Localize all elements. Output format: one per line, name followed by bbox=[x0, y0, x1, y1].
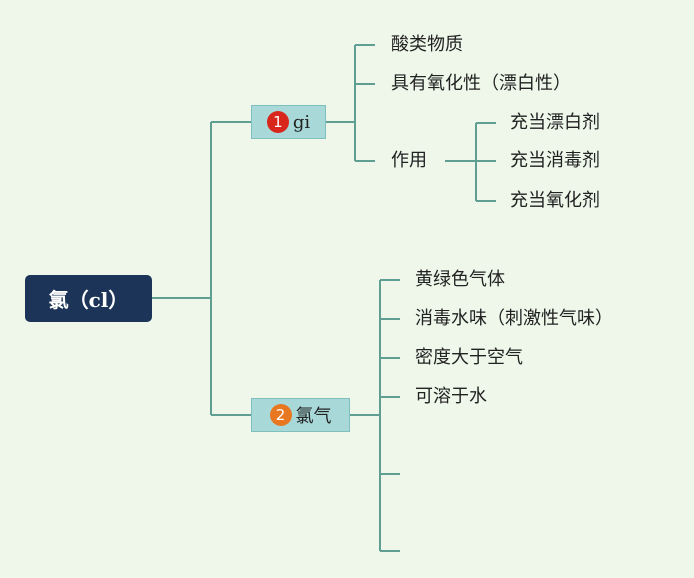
branch-2-label: 氯气 bbox=[295, 406, 332, 427]
leaf-oxidizing: 具有氧化性（漂白性） bbox=[391, 73, 571, 94]
leaf-density: 密度大于空气 bbox=[415, 347, 523, 368]
leaf-acid: 酸类物质 bbox=[391, 34, 463, 55]
leaf-usage: 作用 bbox=[391, 150, 427, 171]
leaf-smell: 消毒水味（刺激性气味） bbox=[415, 308, 613, 329]
leaf-color: 黄绿色气体 bbox=[415, 269, 505, 290]
leaf-bleach: 充当漂白剂 bbox=[510, 112, 600, 133]
number-badge-2: 2 bbox=[269, 404, 292, 426]
number-badge-1: 1 bbox=[266, 111, 289, 133]
branch-1-label: gi bbox=[292, 111, 311, 133]
root-label: 氯（cl） bbox=[48, 288, 129, 312]
root-node: 氯（cl） bbox=[25, 275, 152, 322]
leaf-oxidant: 充当氧化剂 bbox=[510, 190, 600, 211]
leaf-solubility: 可溶于水 bbox=[415, 386, 487, 407]
branch-node-2: 2 氯气 bbox=[251, 398, 350, 432]
branch-node-1: 1 gi bbox=[251, 105, 326, 139]
leaf-disinfectant: 充当消毒剂 bbox=[510, 150, 600, 171]
